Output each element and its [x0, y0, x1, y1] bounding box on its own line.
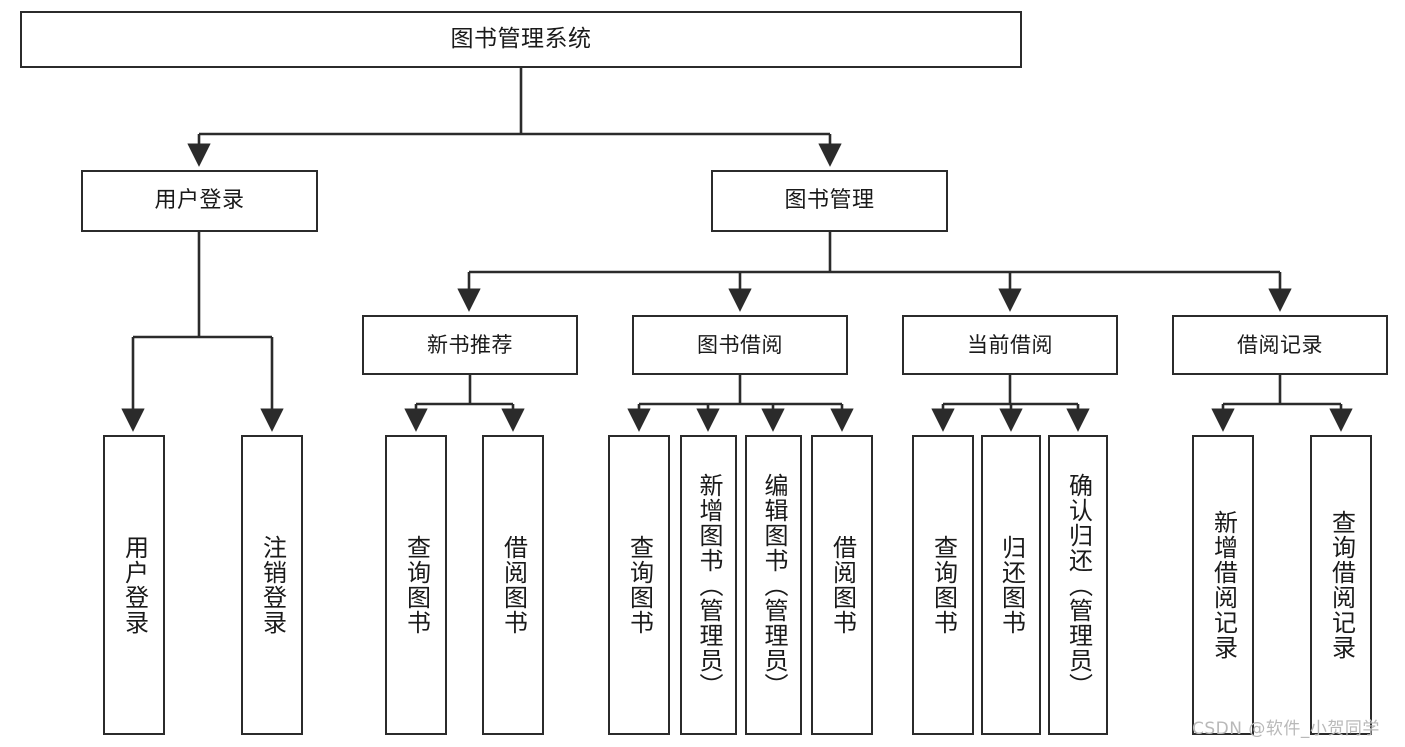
leaf-return-book[interactable]: 归还图书	[981, 435, 1041, 735]
leaf-query-book-bor-label: 查询图书	[625, 535, 654, 635]
leaf-query-book-bor[interactable]: 查询图书	[608, 435, 670, 735]
leaf-borrow-book-bor-label: 借阅图书	[828, 535, 857, 635]
node-current-borrow-label: 当前借阅	[967, 332, 1053, 357]
node-user-login-label: 用户登录	[154, 188, 245, 214]
leaf-borrow-book-rec-label: 借阅图书	[499, 535, 528, 635]
node-root[interactable]: 图书管理系统	[20, 11, 1022, 68]
leaf-confirm-return[interactable]: 确认归还（管理员）	[1048, 435, 1108, 735]
node-book-borrow[interactable]: 图书借阅	[632, 315, 848, 375]
leaf-add-book[interactable]: 新增图书（管理员）	[680, 435, 737, 735]
leaf-query-book-rec[interactable]: 查询图书	[385, 435, 447, 735]
node-borrow-record[interactable]: 借阅记录	[1172, 315, 1388, 375]
leaf-edit-book[interactable]: 编辑图书（管理员）	[745, 435, 802, 735]
leaf-user-login[interactable]: 用户登录	[103, 435, 165, 735]
node-book-manage-label: 图书管理	[784, 188, 875, 214]
leaf-add-record-label: 新增借阅记录	[1209, 510, 1238, 660]
leaf-query-record[interactable]: 查询借阅记录	[1310, 435, 1372, 735]
node-book-manage[interactable]: 图书管理	[711, 170, 948, 232]
node-user-login[interactable]: 用户登录	[81, 170, 318, 232]
node-new-book-rec[interactable]: 新书推荐	[362, 315, 578, 375]
leaf-borrow-book-bor[interactable]: 借阅图书	[811, 435, 873, 735]
leaf-query-book-rec-label: 查询图书	[402, 535, 431, 635]
node-book-borrow-label: 图书借阅	[697, 332, 783, 357]
leaf-confirm-return-label: 确认归还（管理员）	[1064, 472, 1093, 698]
node-borrow-record-label: 借阅记录	[1237, 332, 1323, 357]
leaf-add-record[interactable]: 新增借阅记录	[1192, 435, 1254, 735]
node-root-label: 图书管理系统	[450, 25, 592, 52]
leaf-add-book-label: 新增图书（管理员）	[694, 472, 723, 698]
leaf-edit-book-label: 编辑图书（管理员）	[759, 472, 788, 698]
leaf-query-record-label: 查询借阅记录	[1327, 510, 1356, 660]
leaf-query-book-cur-label: 查询图书	[929, 535, 958, 635]
leaf-user-logout-label: 注销登录	[258, 535, 287, 635]
leaf-return-book-label: 归还图书	[997, 535, 1026, 635]
leaf-borrow-book-rec[interactable]: 借阅图书	[482, 435, 544, 735]
leaf-query-book-cur[interactable]: 查询图书	[912, 435, 974, 735]
node-current-borrow[interactable]: 当前借阅	[902, 315, 1118, 375]
leaf-user-logout[interactable]: 注销登录	[241, 435, 303, 735]
csdn-watermark: CSDN @软件_小贺同学	[1192, 719, 1380, 739]
leaf-user-login-label: 用户登录	[120, 535, 149, 635]
node-new-book-rec-label: 新书推荐	[427, 332, 513, 357]
